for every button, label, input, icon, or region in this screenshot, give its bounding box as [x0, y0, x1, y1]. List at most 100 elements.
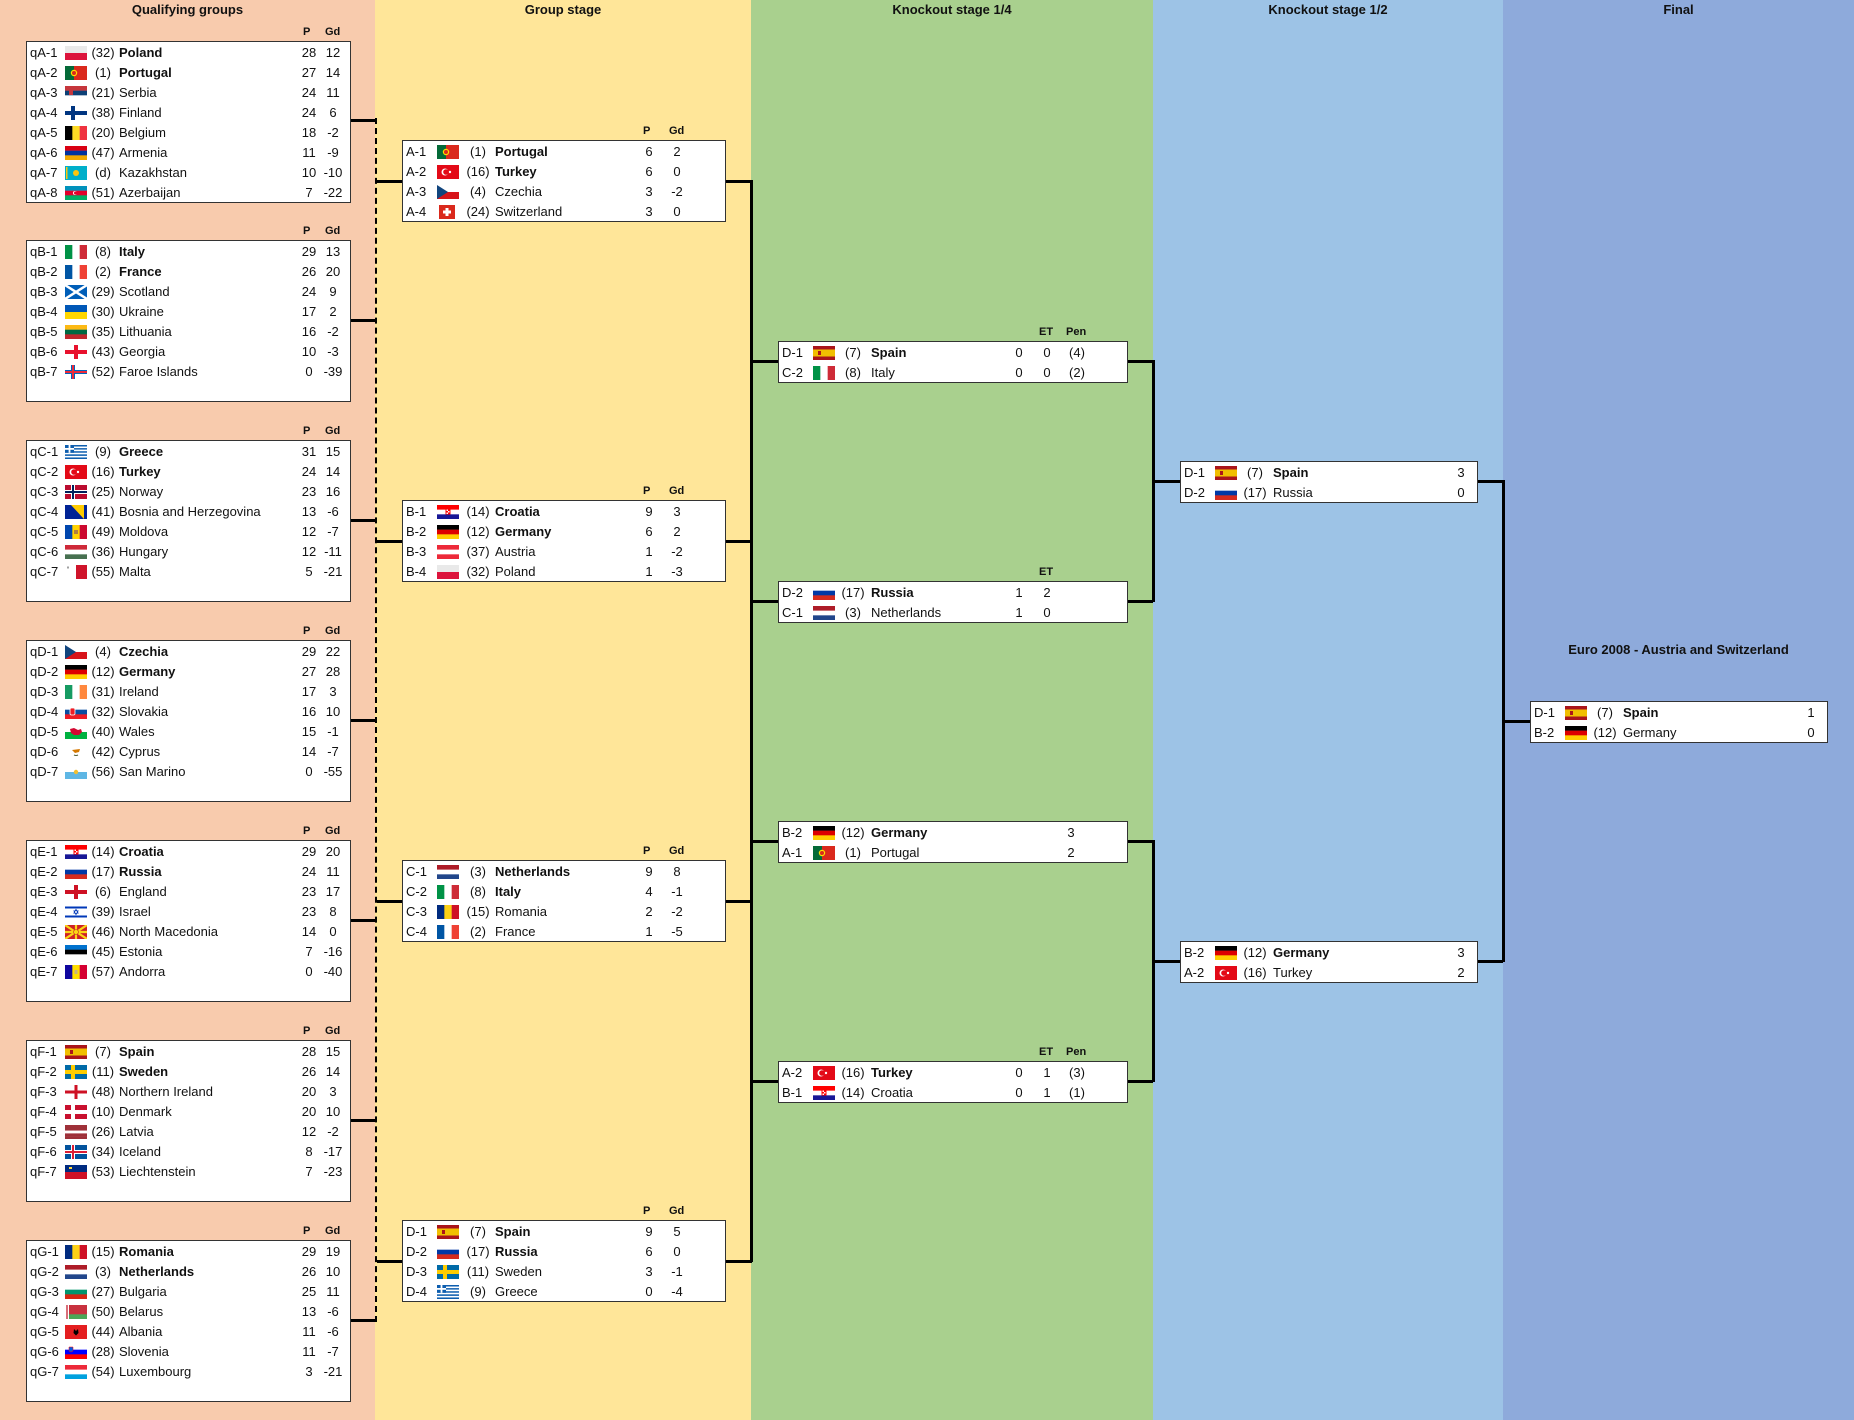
seed-code: D-4: [406, 1284, 427, 1299]
fifa-rank: (17): [91, 864, 115, 879]
fifa-rank: (24): [466, 204, 490, 219]
fifa-rank: (15): [466, 904, 490, 919]
flag-germany-icon: [813, 826, 835, 840]
flag-russia-icon: [813, 586, 835, 600]
team-name: Scotland: [119, 284, 170, 299]
bracket-connector: [351, 1319, 376, 1322]
tournament-title: Euro 2008 - Austria and Switzerland: [1568, 642, 1789, 657]
fifa-rank: (49): [91, 524, 115, 539]
seed-code: A-3: [406, 184, 427, 199]
bracket-connector: [726, 540, 752, 543]
header-et: ET: [1039, 1046, 1054, 1058]
bracket-connector: [377, 1260, 402, 1263]
fifa-rank: (50): [91, 1304, 115, 1319]
points: 23: [301, 884, 317, 899]
goal-difference: 11: [326, 864, 340, 879]
flag-denmark-icon: [65, 1105, 87, 1119]
team-name: Sweden: [495, 1264, 542, 1279]
seed-code: qB-6: [30, 344, 58, 359]
